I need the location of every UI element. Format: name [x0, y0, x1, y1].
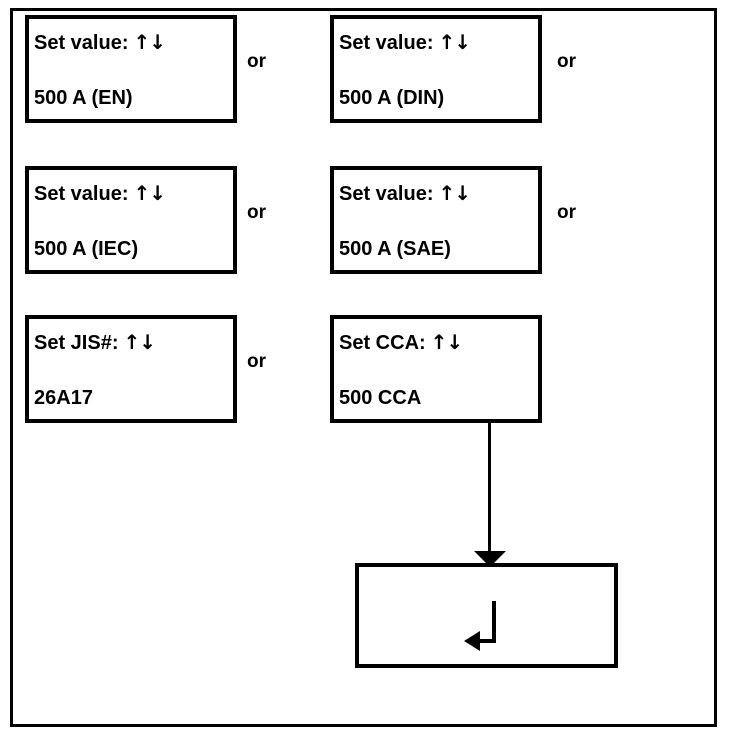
- screen-label: Set value:: [339, 32, 434, 54]
- screen-value: 500 A (SAE): [339, 238, 451, 260]
- screen-set-value-din: Set value:↑↓ 500 A (DIN): [330, 15, 542, 123]
- up-down-arrows-icon: ↑↓: [133, 30, 166, 54]
- down-arrow-icon: [488, 423, 491, 553]
- or-label: or: [557, 202, 576, 223]
- screen-line1: Set JIS#:↑↓: [34, 332, 231, 353]
- screen-value: 500 A (EN): [34, 87, 133, 109]
- enter-key-box: [355, 563, 618, 668]
- up-down-arrows-icon: ↑↓: [133, 181, 166, 205]
- screen-set-cca: Set CCA:↑↓ 500 CCA: [330, 315, 542, 423]
- screen-value: 26A17: [34, 387, 93, 409]
- screen-line1: Set value:↑↓: [34, 183, 231, 204]
- screen-line1: Set CCA:↑↓: [339, 332, 536, 353]
- screen-set-value-en: Set value:↑↓ 500 A (EN): [25, 15, 237, 123]
- diagram-border: [10, 8, 717, 727]
- screen-label: Set value:: [34, 183, 129, 205]
- screen-label: Set CCA:: [339, 332, 426, 354]
- screen-value: 500 CCA: [339, 387, 422, 409]
- or-label: or: [247, 351, 266, 372]
- up-down-arrows-icon: ↑↓: [430, 330, 464, 354]
- up-down-arrows-icon: ↑↓: [438, 30, 471, 54]
- screen-line1: Set value:↑↓: [34, 32, 231, 53]
- up-down-arrows-icon: ↑↓: [123, 330, 156, 354]
- or-label: or: [557, 51, 576, 72]
- screen-set-value-iec: Set value:↑↓ 500 A (IEC): [25, 166, 237, 274]
- screen-line1: Set value:↑↓: [339, 183, 536, 204]
- screen-value: 500 A (DIN): [339, 87, 445, 109]
- screen-value: 500 A (IEC): [34, 238, 139, 260]
- screen-label: Set value:: [34, 32, 129, 54]
- or-label: or: [247, 51, 266, 72]
- screen-label: Set JIS#:: [34, 332, 119, 354]
- screen-line1: Set value:↑↓: [339, 32, 536, 53]
- or-label: or: [247, 202, 266, 223]
- return-enter-arrow-icon: [464, 601, 496, 651]
- screen-label: Set value:: [339, 183, 434, 205]
- up-down-arrows-icon: ↑↓: [438, 181, 471, 205]
- screen-set-jis: Set JIS#:↑↓ 26A17: [25, 315, 237, 423]
- screen-set-value-sae: Set value:↑↓ 500 A (SAE): [330, 166, 542, 274]
